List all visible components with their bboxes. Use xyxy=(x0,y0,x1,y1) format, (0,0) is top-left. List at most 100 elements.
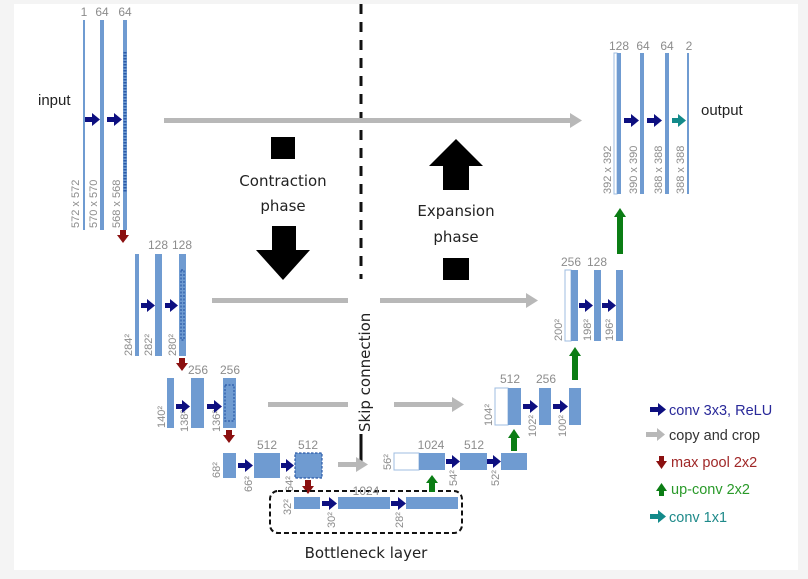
channel-label: 256 xyxy=(561,255,581,269)
crop-region xyxy=(224,384,235,422)
legend-label: conv 3x3, ReLU xyxy=(669,403,772,419)
legend-label: copy and crop xyxy=(669,428,760,444)
size-label: 198² xyxy=(582,319,594,341)
size-label: 28² xyxy=(394,512,406,528)
size-label: 102² xyxy=(527,415,539,437)
size-label: 52² xyxy=(490,470,502,486)
cropped-copy-block xyxy=(613,52,618,195)
cropped-copy-block xyxy=(494,387,509,426)
bottleneck-label: Bottleneck layer xyxy=(305,544,429,562)
conv-arrow-icon xyxy=(281,459,294,472)
input-label: input xyxy=(38,92,71,109)
feature-map-block xyxy=(135,254,139,356)
feature-map-block xyxy=(460,453,487,470)
conv-arrow-icon xyxy=(238,459,253,472)
upconv-arrow-icon xyxy=(426,475,438,492)
upconv-arrow-icon xyxy=(508,429,520,451)
size-label: 54² xyxy=(448,470,460,486)
channel-label: 64 xyxy=(660,39,674,53)
size-label: 280² xyxy=(167,334,179,356)
expansion-label-line1: Expansion xyxy=(417,202,494,220)
size-label: 68² xyxy=(211,462,223,478)
feature-map-block xyxy=(640,53,644,194)
legend-item-maxpool: max pool 2x2 xyxy=(656,455,757,471)
size-label: 388 x 388 xyxy=(675,146,687,194)
size-label: 136² xyxy=(211,410,223,432)
expansion-square-icon xyxy=(443,258,469,280)
contraction-square-icon xyxy=(271,137,295,159)
upconv-arrow-icon xyxy=(569,347,581,380)
conv-arrow-icon xyxy=(579,299,593,312)
legend-item-conv: conv 3x3, ReLU xyxy=(650,403,772,419)
channel-label: 64 xyxy=(636,39,650,53)
size-label: 570 x 570 xyxy=(88,180,100,228)
output-label: output xyxy=(701,102,744,119)
skip-connection-label: Skip connection xyxy=(356,313,374,432)
size-label: 104² xyxy=(483,404,495,426)
conv-arrow-icon xyxy=(165,299,178,312)
channel-label: 128 xyxy=(172,238,192,252)
legend: conv 3x3, ReLU copy and crop max pool 2x… xyxy=(646,403,772,526)
channel-label: 128 xyxy=(587,255,607,269)
channel-label: 1024 xyxy=(418,438,445,452)
conv-arrow-icon xyxy=(647,114,662,127)
decoder-level-2: 256 128 200² 198² 196² xyxy=(553,255,623,342)
encoder-level-2: 128 128 284² 282² 280² xyxy=(123,238,192,356)
size-label: 282² xyxy=(143,334,155,356)
size-label: 568 x 568 xyxy=(111,180,123,228)
cropped-copy-block xyxy=(564,269,572,342)
unet-diagram: Skip connection Contraction phase Expans… xyxy=(38,4,772,562)
size-label: 56² xyxy=(382,454,394,470)
expansion-up-arrow-icon xyxy=(429,139,483,190)
channel-label: 256 xyxy=(220,363,240,377)
feature-map-block xyxy=(617,53,621,194)
conv-arrow-icon xyxy=(141,299,155,312)
conv-arrow-icon xyxy=(553,400,568,413)
channel-label: 1024 xyxy=(353,484,380,498)
channel-label: 512 xyxy=(500,372,520,386)
feature-map-block xyxy=(191,378,204,428)
size-label: 200² xyxy=(553,319,565,341)
feature-map-block xyxy=(83,20,85,230)
legend-item-upconv: up-conv 2x2 xyxy=(656,482,750,498)
maxpool-arrow-icon xyxy=(302,480,314,494)
copy-arrow-level-2 xyxy=(212,293,538,308)
feature-map-block xyxy=(665,53,669,194)
size-label: 392 x 392 xyxy=(602,146,614,194)
legend-label: max pool 2x2 xyxy=(671,455,757,471)
bottleneck-layer: 1024 32² 30² 28² xyxy=(282,484,458,528)
conv-arrow-icon xyxy=(107,113,122,126)
expansion-label-line2: phase xyxy=(433,228,478,246)
decoder-level-1: 128 64 64 2 392 x 392 390 x 390 388 x 38… xyxy=(602,39,693,195)
conv-arrow-icon xyxy=(207,400,222,413)
conv-arrow-icon xyxy=(523,400,538,413)
channel-label: 256 xyxy=(188,363,208,377)
feature-map-block xyxy=(594,270,601,341)
feature-map-block xyxy=(406,497,458,509)
channel-label: 128 xyxy=(609,39,629,53)
size-label: 64² xyxy=(284,476,296,492)
feature-map-block xyxy=(501,453,527,470)
upconv-arrow-icon xyxy=(656,483,667,496)
decoder-level-3: 512 256 104² 102² 100² xyxy=(483,372,581,437)
crop-region xyxy=(294,452,323,479)
contraction-label-line1: Contraction xyxy=(239,172,326,190)
feature-map-block xyxy=(419,453,445,470)
channel-label: 256 xyxy=(536,372,556,386)
conv-arrow-icon xyxy=(322,497,337,510)
legend-label: conv 1x1 xyxy=(669,510,727,526)
maxpool-arrow-icon xyxy=(176,358,188,371)
feature-map-block xyxy=(179,254,186,356)
copy-arrow-icon xyxy=(646,428,665,441)
feature-map-block xyxy=(508,388,521,425)
maxpool-arrow-icon xyxy=(117,230,129,243)
conv-arrow-icon xyxy=(391,497,406,510)
feature-map-block xyxy=(254,453,280,478)
decoder-level-4: 1024 512 56² 54² 52² xyxy=(382,438,527,486)
conv-arrow-icon xyxy=(624,114,639,127)
encoder-level-1: 1 64 64 572 x 572 570 x 570 568 x 568 xyxy=(70,5,132,230)
crop-region xyxy=(180,269,185,341)
conv-arrow-icon xyxy=(602,299,616,312)
feature-map-block xyxy=(539,388,551,425)
size-label: 140² xyxy=(156,406,168,428)
